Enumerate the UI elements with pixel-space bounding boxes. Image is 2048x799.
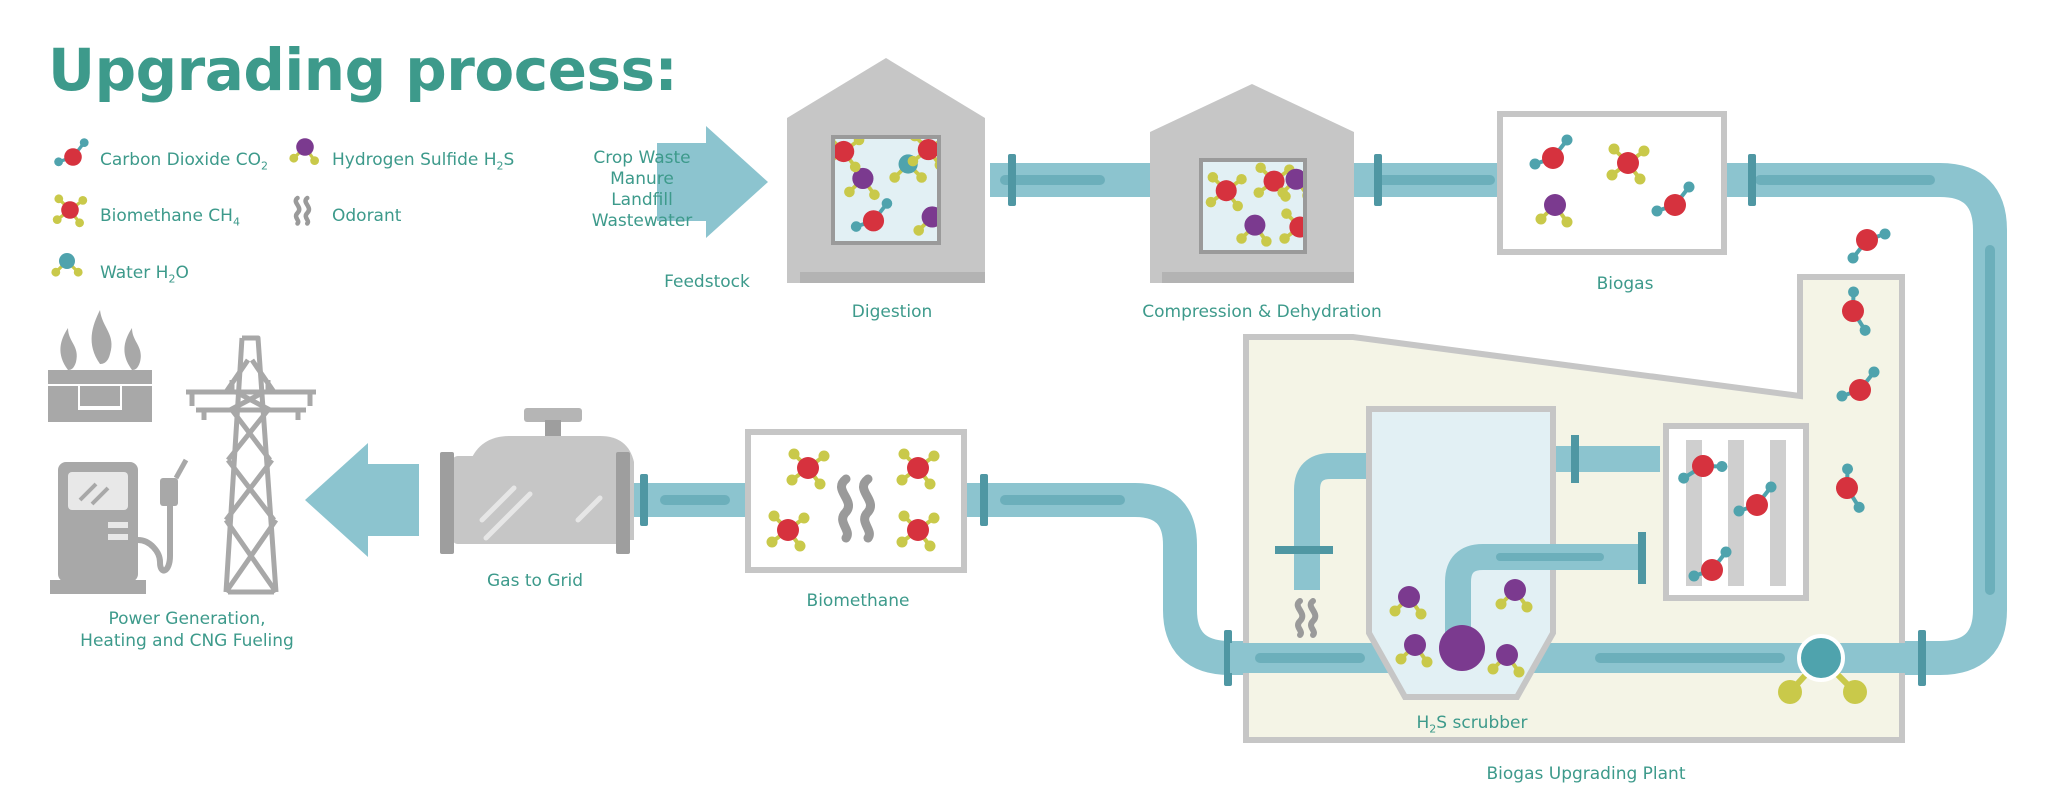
upgrading-plant <box>1230 274 1916 743</box>
cng-pump-icon <box>50 458 189 594</box>
feedstock-arrow-icon <box>657 126 768 238</box>
biomethane-box <box>745 429 967 573</box>
biogas-label: Biogas <box>1596 274 1654 294</box>
output-arrow-icon <box>305 443 419 557</box>
digestion-label: Digestion <box>851 302 933 322</box>
legend-item-water: Water H2O <box>100 263 189 286</box>
gas-burner-icon <box>48 310 152 422</box>
feedstock-item: Manure <box>610 169 674 189</box>
compression-building <box>1150 84 1354 283</box>
legend-item-ch4: Biomethane CH4 <box>100 206 240 229</box>
legend-item-h2s: Hydrogen Sulfide H2S <box>332 150 515 173</box>
biogas-box <box>1497 111 1727 255</box>
gas-to-grid-label: Gas to Grid <box>487 571 583 591</box>
feedstock-list: Crop Waste Manure Landfill Wastewater <box>582 148 702 232</box>
biomethane-label: Biomethane <box>806 591 910 611</box>
page-title: Upgrading process: <box>48 36 678 104</box>
power-tower-icon <box>186 335 316 595</box>
end-use-label: Power Generation, Heating and CNG Fuelin… <box>80 609 294 651</box>
gas-valve-icon <box>440 408 634 554</box>
upgrading-plant-label: Biogas Upgrading Plant <box>1486 764 1686 784</box>
feedstock-label: Feedstock <box>664 272 750 292</box>
feedstock-item: Landfill <box>611 190 673 210</box>
feedstock-item: Wastewater <box>591 211 693 231</box>
digestion-building <box>787 58 985 283</box>
legend-item-odorant: Odorant <box>332 206 402 226</box>
compression-label: Compression & Dehydration <box>1142 302 1382 322</box>
legend-item-co2: Carbon Dioxide CO2 <box>100 150 269 173</box>
feedstock-item: Crop Waste <box>593 148 691 168</box>
scrubber-label: H2S scrubber <box>1416 713 1528 736</box>
